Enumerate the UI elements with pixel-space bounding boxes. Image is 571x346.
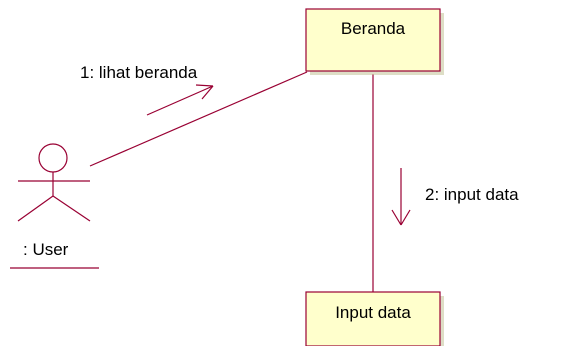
message-1-arrow-icon — [146, 84, 214, 116]
link-actor-beranda — [89, 71, 308, 167]
message-2-arrow-icon — [391, 168, 411, 226]
actor-left-leg — [17, 195, 54, 222]
message-1-label: 1: lihat beranda — [80, 63, 198, 82]
object-input-data[interactable]: Input data — [305, 291, 444, 346]
object-input-data-box — [305, 291, 441, 346]
object-beranda[interactable]: Beranda — [305, 8, 444, 75]
actor-user-icon[interactable] — [17, 143, 91, 222]
object-input-data-label: Input data — [335, 303, 411, 322]
actor-right-leg — [52, 195, 91, 222]
object-beranda-box — [305, 8, 441, 72]
message-2-label: 2: input data — [425, 185, 519, 204]
object-beranda-label: Beranda — [341, 19, 406, 38]
actor-head — [38, 143, 68, 173]
actor-label: : User — [23, 240, 69, 259]
